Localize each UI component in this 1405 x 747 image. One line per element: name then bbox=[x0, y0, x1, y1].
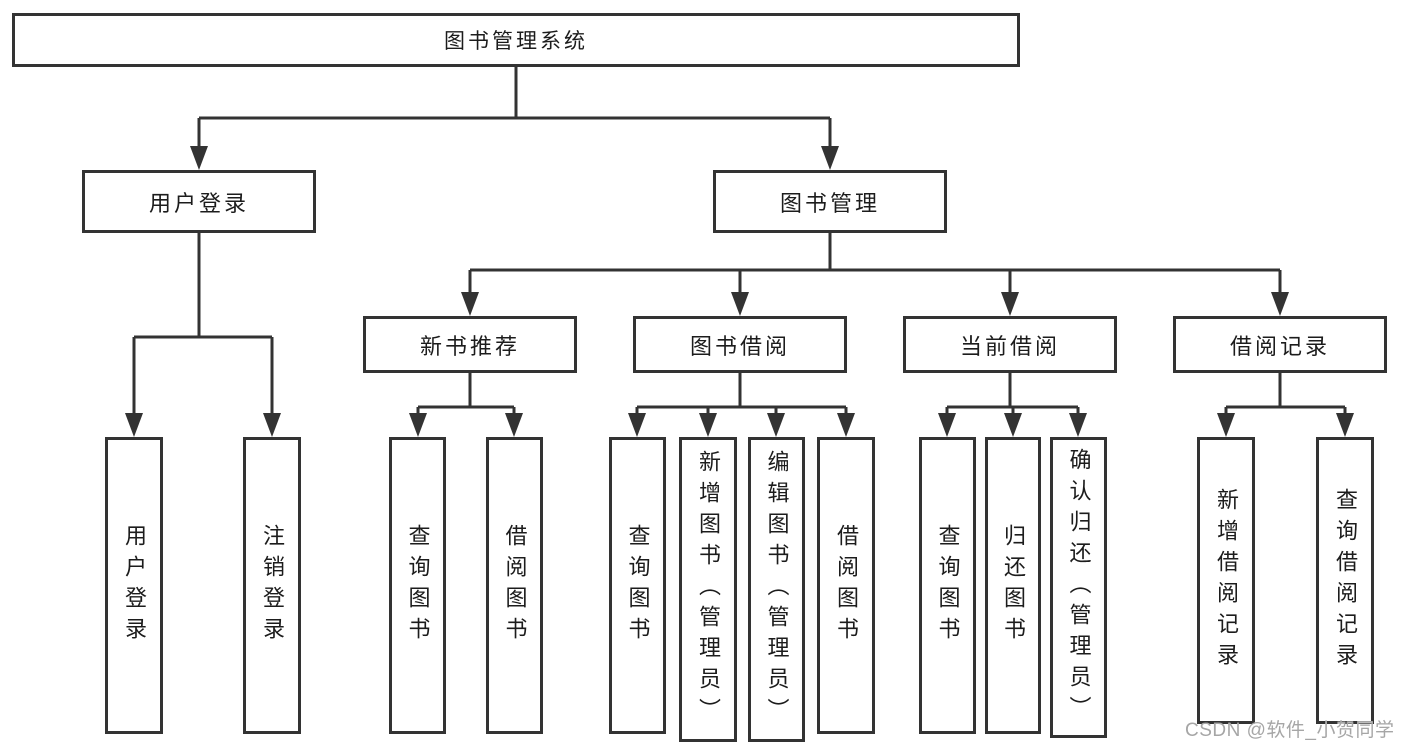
leaf-borrow-edit-books-label: 编辑图书（管理员） bbox=[764, 450, 790, 729]
node-user-login-label: 用户登录 bbox=[148, 190, 249, 216]
leaf-borrow-query-books: 查询图书 bbox=[609, 437, 666, 734]
node-user-login: 用户登录 bbox=[82, 170, 316, 233]
leaf-borrow-add-books-label: 新增图书（管理员） bbox=[696, 450, 721, 729]
leaf-records-query-record: 查询借阅记录 bbox=[1316, 437, 1374, 724]
leaf-records-query-record-label: 查询借阅记录 bbox=[1333, 487, 1358, 674]
node-current-borrow-label: 当前借阅 bbox=[959, 333, 1060, 359]
node-book-borrow: 图书借阅 bbox=[633, 316, 847, 373]
node-book-management-label: 图书管理 bbox=[779, 190, 880, 216]
node-borrow-records-label: 借阅记录 bbox=[1229, 333, 1330, 359]
leaf-user-login-label: 用户登录 bbox=[122, 523, 147, 648]
leaf-current-return-books-label: 归还图书 bbox=[1001, 523, 1026, 648]
node-borrow-records: 借阅记录 bbox=[1173, 316, 1387, 373]
leaf-logout: 注销登录 bbox=[243, 437, 301, 734]
node-new-book-recommend-label: 新书推荐 bbox=[419, 333, 520, 359]
leaf-rec-query-books: 查询图书 bbox=[389, 437, 446, 734]
leaf-user-login: 用户登录 bbox=[105, 437, 163, 734]
node-root-label: 图书管理系统 bbox=[444, 30, 588, 53]
leaf-rec-query-books-label: 查询图书 bbox=[405, 523, 431, 648]
node-new-book-recommend: 新书推荐 bbox=[363, 316, 577, 373]
node-book-borrow-label: 图书借阅 bbox=[689, 333, 790, 359]
leaf-records-add-record-label: 新增借阅记录 bbox=[1214, 487, 1239, 674]
leaf-borrow-add-books: 新增图书（管理员） bbox=[679, 437, 737, 742]
leaf-rec-borrow-books: 借阅图书 bbox=[486, 437, 543, 734]
leaf-borrow-edit-books: 编辑图书（管理员） bbox=[748, 437, 805, 742]
leaf-rec-borrow-books-label: 借阅图书 bbox=[502, 523, 528, 648]
leaf-borrow-borrow-books: 借阅图书 bbox=[817, 437, 875, 734]
leaf-current-return-books: 归还图书 bbox=[985, 437, 1041, 734]
node-root: 图书管理系统 bbox=[12, 13, 1020, 67]
leaf-current-confirm-return: 确认归还（管理员） bbox=[1050, 437, 1107, 738]
leaf-current-confirm-return-label: 确认归还（管理员） bbox=[1066, 448, 1092, 727]
leaf-borrow-borrow-books-label: 借阅图书 bbox=[834, 523, 859, 648]
leaf-current-query-books: 查询图书 bbox=[919, 437, 976, 734]
leaf-logout-label: 注销登录 bbox=[260, 523, 285, 648]
leaf-borrow-query-books-label: 查询图书 bbox=[625, 523, 651, 648]
csdn-watermark: CSDN @软件_小贺同学 bbox=[1185, 720, 1395, 741]
node-current-borrow: 当前借阅 bbox=[903, 316, 1117, 373]
leaf-records-add-record: 新增借阅记录 bbox=[1197, 437, 1255, 724]
node-book-management: 图书管理 bbox=[713, 170, 947, 233]
leaf-current-query-books-label: 查询图书 bbox=[935, 523, 961, 648]
